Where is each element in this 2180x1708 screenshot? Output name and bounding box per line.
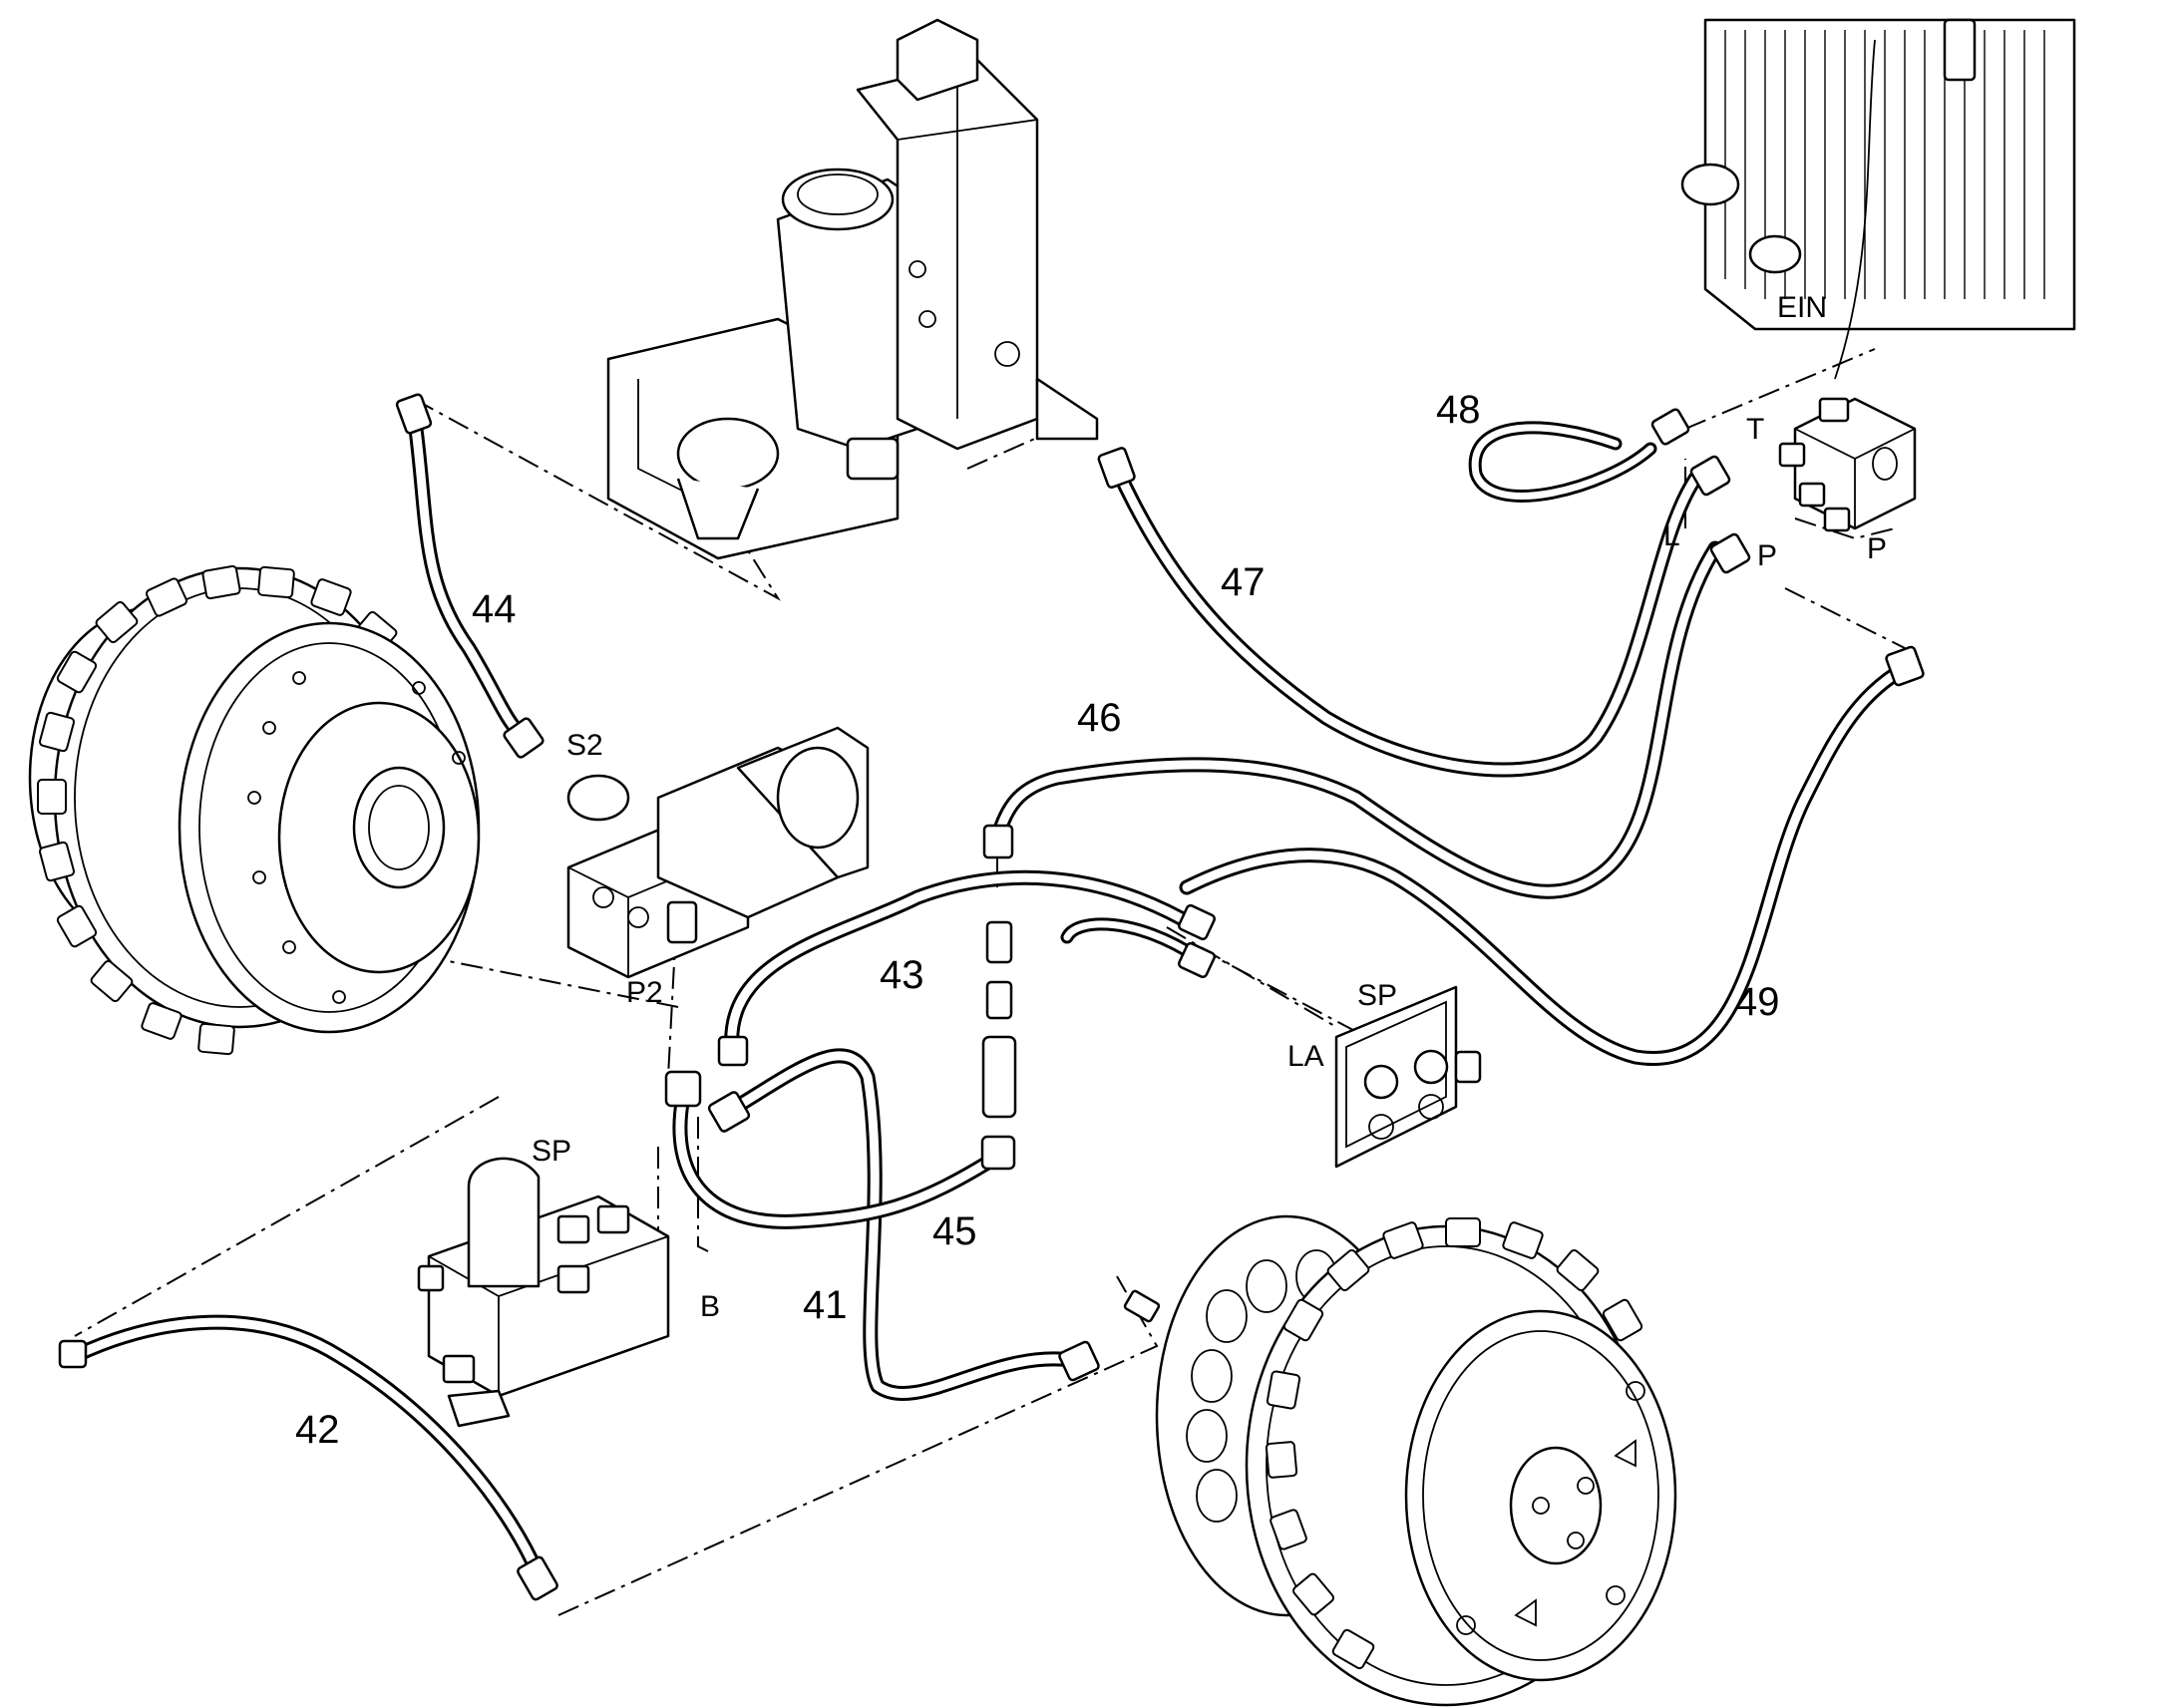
left-track-drive: [28, 564, 481, 1056]
connector-plate: [1334, 985, 1482, 1169]
hose-47: [1109, 461, 1703, 778]
hydraulic-pump: [566, 726, 870, 979]
callout-47: 47: [1221, 560, 1266, 604]
port-l: L: [1663, 519, 1680, 552]
port-s2: S2: [566, 729, 603, 762]
port-p-left: P: [1757, 539, 1777, 572]
hydraulic-tank-frame: [606, 18, 1099, 560]
callout-49: 49: [1735, 980, 1780, 1024]
hose-43: [724, 869, 1205, 1065]
right-track-drive: [1123, 1214, 1677, 1707]
callout-labels: 41 42 43 44 45 46 47 48 49: [295, 388, 1780, 1452]
port-b: B: [700, 1290, 720, 1323]
port-p2: P2: [626, 976, 663, 1009]
hose-48: [1468, 421, 1657, 503]
valve-block-right: [1778, 397, 1917, 532]
port-la: LA: [1287, 1040, 1324, 1073]
callout-45: 45: [932, 1209, 977, 1253]
port-sp-right: SP: [1357, 979, 1397, 1012]
assembly-lines: [74, 348, 1906, 1616]
hose-44: [406, 406, 532, 746]
hose-41: [720, 1048, 1085, 1402]
oil-cooler: [1680, 18, 2076, 380]
hose-vent: [1060, 917, 1204, 964]
port-p-right: P: [1867, 532, 1887, 565]
hose-42: [67, 1314, 546, 1583]
hose-46: [989, 540, 1723, 899]
callout-48: 48: [1436, 388, 1481, 432]
port-ein: EIN: [1777, 291, 1827, 324]
callout-46: 46: [1077, 696, 1122, 740]
callout-43: 43: [880, 953, 924, 997]
port-t: T: [1746, 413, 1764, 446]
hose-49: [1179, 660, 1913, 1067]
callout-44: 44: [472, 587, 517, 631]
port-sp-left: SP: [532, 1135, 571, 1168]
valve-block-left: [417, 1157, 670, 1428]
callout-42: 42: [295, 1408, 340, 1452]
port-labels: S2 P2 SP B SP LA EIN T L P P: [532, 291, 1887, 1323]
hose-45: [672, 1089, 1005, 1229]
callout-41: 41: [803, 1283, 848, 1327]
hose-fittings: [58, 393, 1925, 1601]
